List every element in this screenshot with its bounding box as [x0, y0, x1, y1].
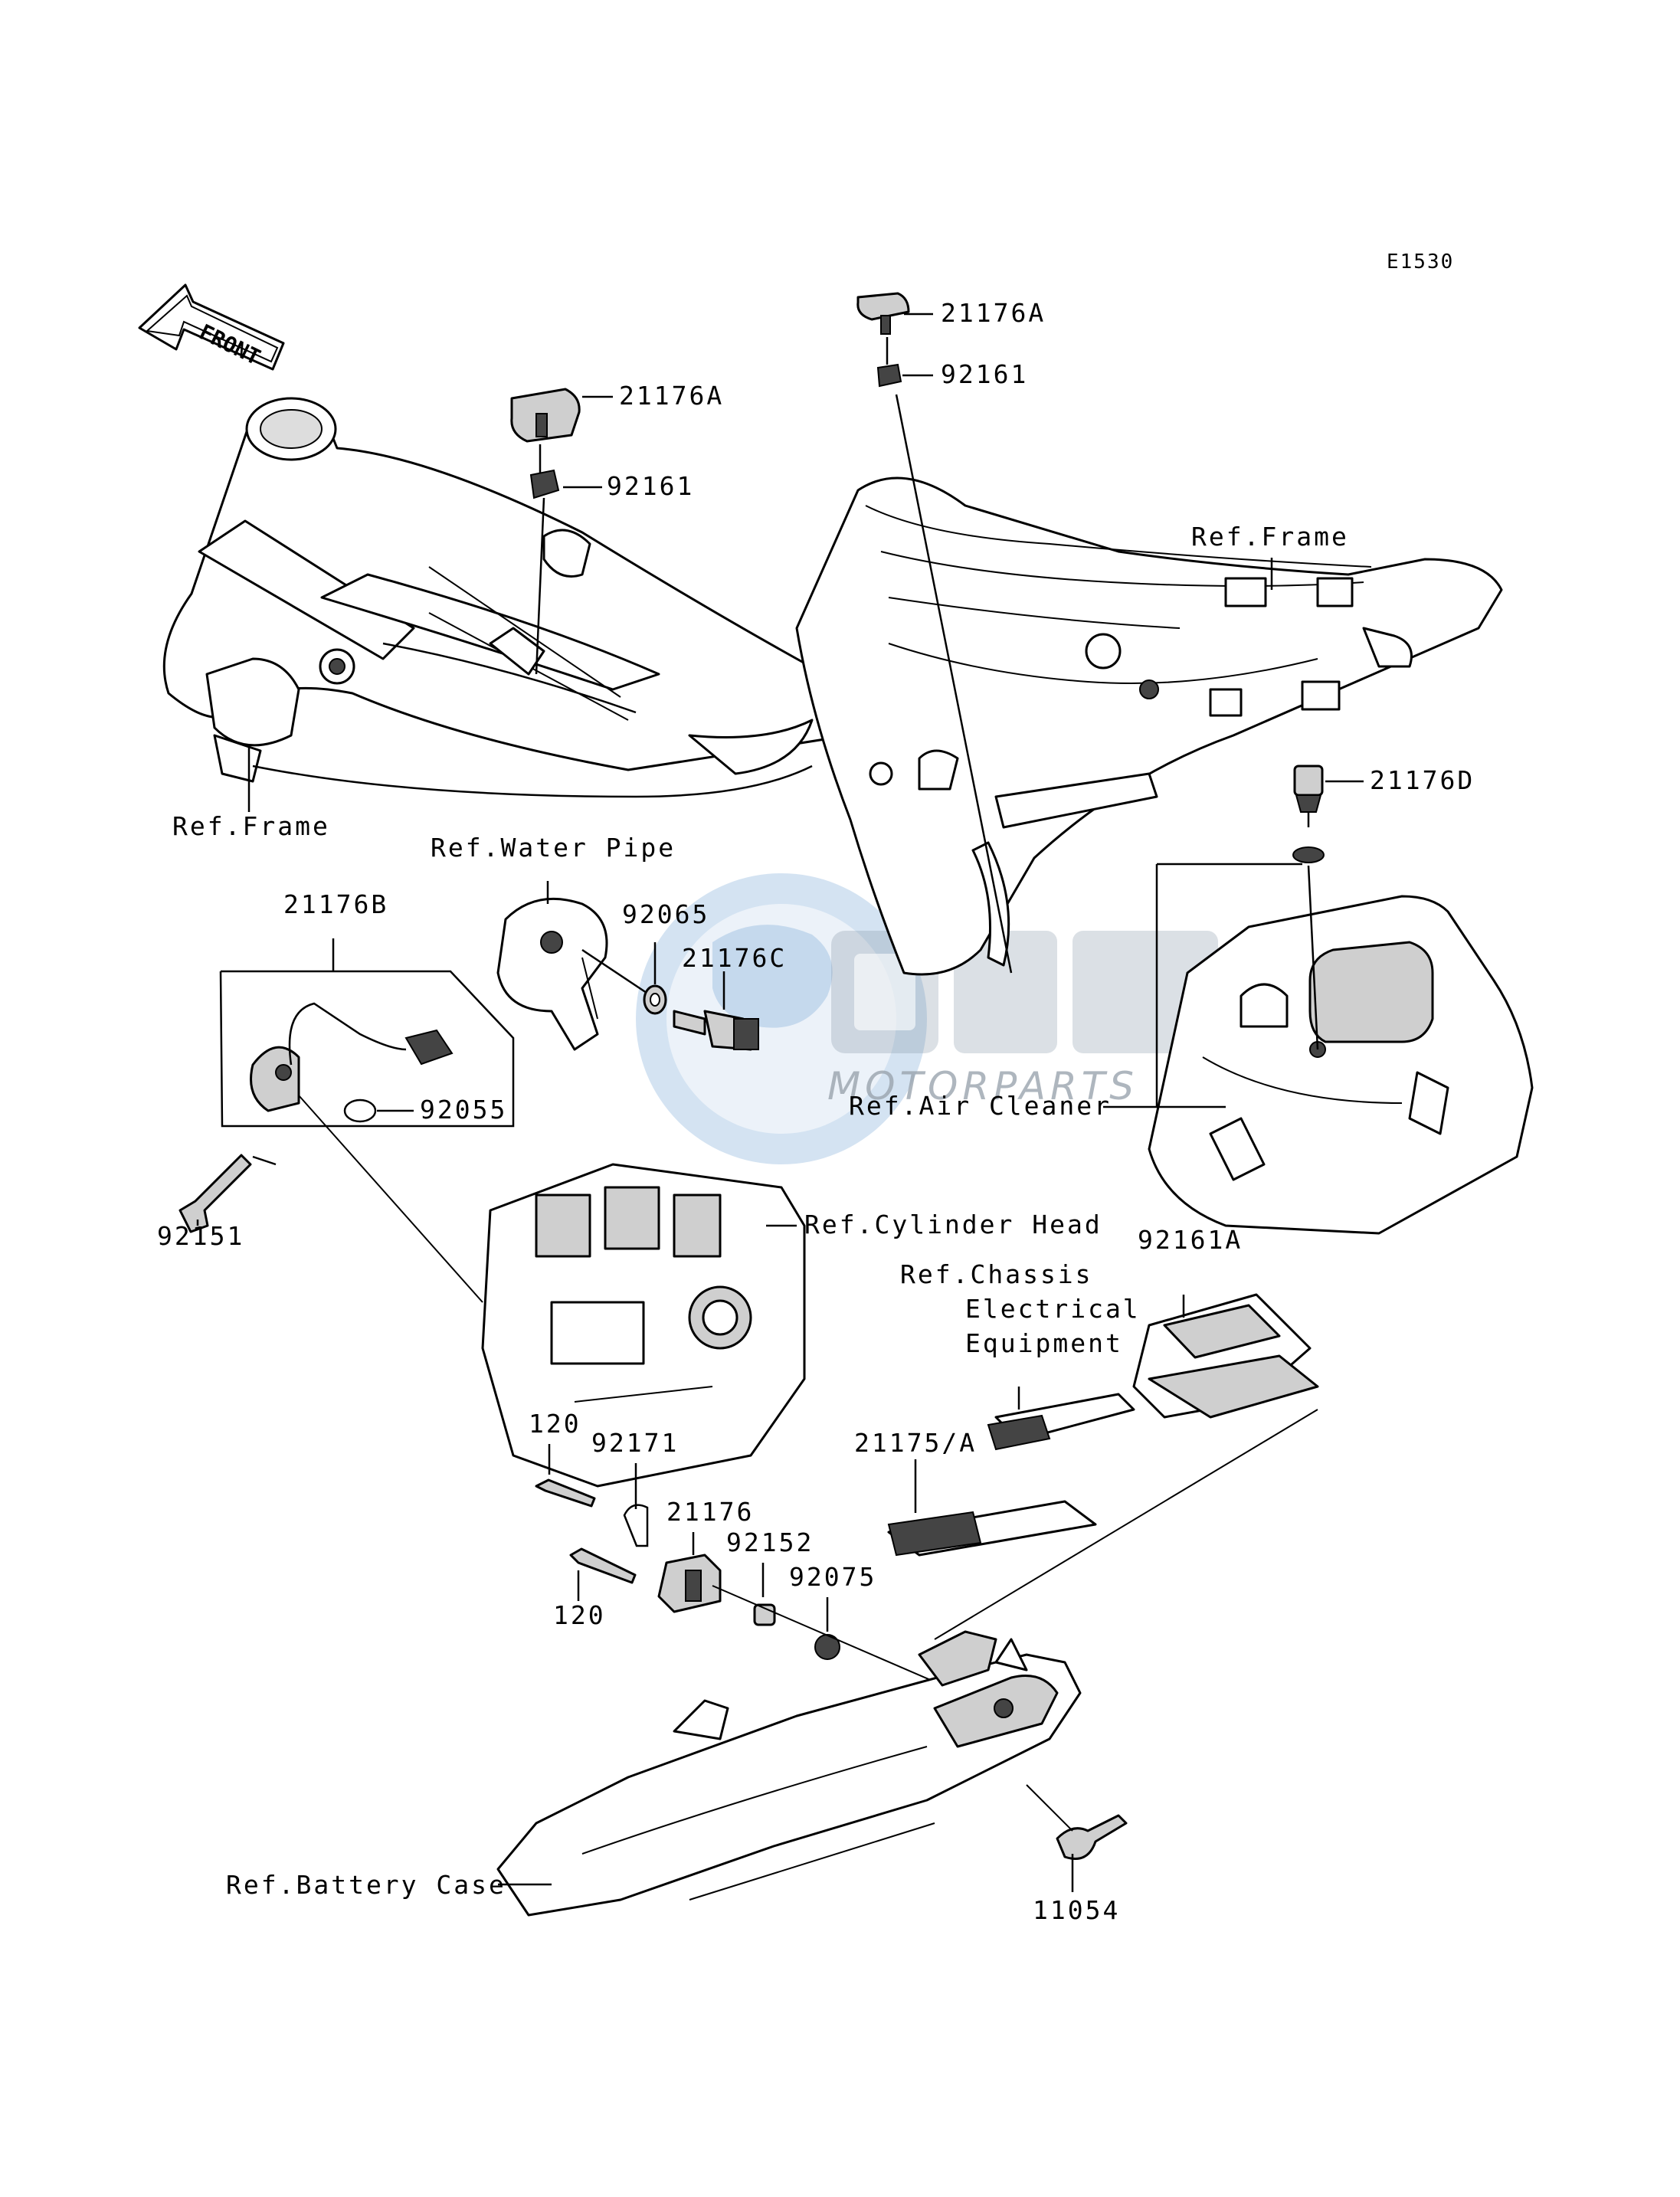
diagram-code: E1530 — [1387, 250, 1454, 273]
part-21176C-label[interactable]: 21176C — [682, 943, 787, 973]
part-21176A-left-label[interactable]: 21176A — [619, 381, 724, 411]
osm-watermark-logo: MOTORPARTS — [636, 873, 1218, 1164]
battery-case-drawing — [496, 1630, 1082, 1917]
part-21175A-label[interactable]: 21175/A — [854, 1428, 977, 1458]
part-92065-label[interactable]: 92065 — [622, 899, 709, 929]
temp-sensor-21176C[interactable] — [673, 1010, 759, 1051]
sensor-21176D[interactable] — [1292, 765, 1325, 863]
front-direction-arrow-icon: FRONT — [138, 283, 285, 371]
part-92075-label[interactable]: 92075 — [789, 1562, 876, 1592]
pressure-sensor-left[interactable] — [510, 388, 581, 499]
watermark-sub: MOTORPARTS — [827, 1064, 1138, 1108]
part-120-bottom-label[interactable]: 120 — [553, 1600, 606, 1630]
washer-92065[interactable] — [643, 984, 667, 1015]
pressure-sensor-right[interactable] — [856, 292, 910, 388]
bolt-92151[interactable] — [178, 1154, 252, 1233]
ref-chassis-line2: Electrical — [965, 1294, 1141, 1324]
bolt-120-bottom[interactable] — [569, 1547, 637, 1584]
ref-air-cleaner-label[interactable]: Ref.Air Cleaner — [849, 1091, 1112, 1121]
ecu-bracket-92161A[interactable] — [1132, 1293, 1319, 1419]
part-21176D-label[interactable]: 21176D — [1370, 765, 1475, 795]
ref-frame-right-label[interactable]: Ref.Frame — [1191, 522, 1349, 552]
part-92152-label[interactable]: 92152 — [726, 1527, 814, 1557]
ref-frame-left-label[interactable]: Ref.Frame — [172, 811, 330, 841]
bolt-120-top[interactable] — [535, 1478, 596, 1508]
part-21176B-box — [219, 970, 515, 1128]
part-120-top-label[interactable]: 120 — [529, 1409, 581, 1439]
clamp-92171[interactable] — [623, 1504, 649, 1547]
part-92055-label[interactable]: 92055 — [420, 1095, 507, 1125]
cam-sensor-21176B[interactable] — [250, 1002, 454, 1112]
part-21176B-label[interactable]: 21176B — [283, 889, 388, 919]
cylinder-head-drawing — [481, 1163, 806, 1488]
ecu-21175A[interactable] — [887, 1393, 1135, 1557]
ref-water-pipe-label[interactable]: Ref.Water Pipe — [431, 833, 676, 863]
sensor-21176[interactable] — [657, 1554, 722, 1613]
ref-chassis-line1[interactable]: Ref.Chassis — [900, 1259, 1093, 1289]
o-ring-92055[interactable] — [343, 1098, 377, 1123]
part-92161A-label[interactable]: 92161A — [1138, 1225, 1243, 1255]
clamp-11054[interactable] — [1056, 1814, 1128, 1860]
air-cleaner-drawing — [1148, 895, 1534, 1235]
ref-chassis-line3: Equipment — [965, 1328, 1123, 1358]
left-frame-drawing — [162, 397, 921, 798]
part-92161-left-label[interactable]: 92161 — [607, 471, 694, 501]
water-pipe-drawing — [496, 897, 608, 1051]
right-frame-drawing — [795, 476, 1503, 976]
part-21176-label[interactable]: 21176 — [666, 1497, 754, 1527]
part-11054-label[interactable]: 11054 — [1033, 1895, 1120, 1925]
part-21176A-right-label[interactable]: 21176A — [941, 298, 1046, 328]
ref-cylinder-head-label[interactable]: Ref.Cylinder Head — [804, 1210, 1102, 1239]
part-92171-label[interactable]: 92171 — [591, 1428, 679, 1458]
ref-battery-case-label[interactable]: Ref.Battery Case — [226, 1870, 506, 1900]
part-92151-label[interactable]: 92151 — [157, 1221, 244, 1251]
part-92161-right-label[interactable]: 92161 — [941, 359, 1028, 389]
